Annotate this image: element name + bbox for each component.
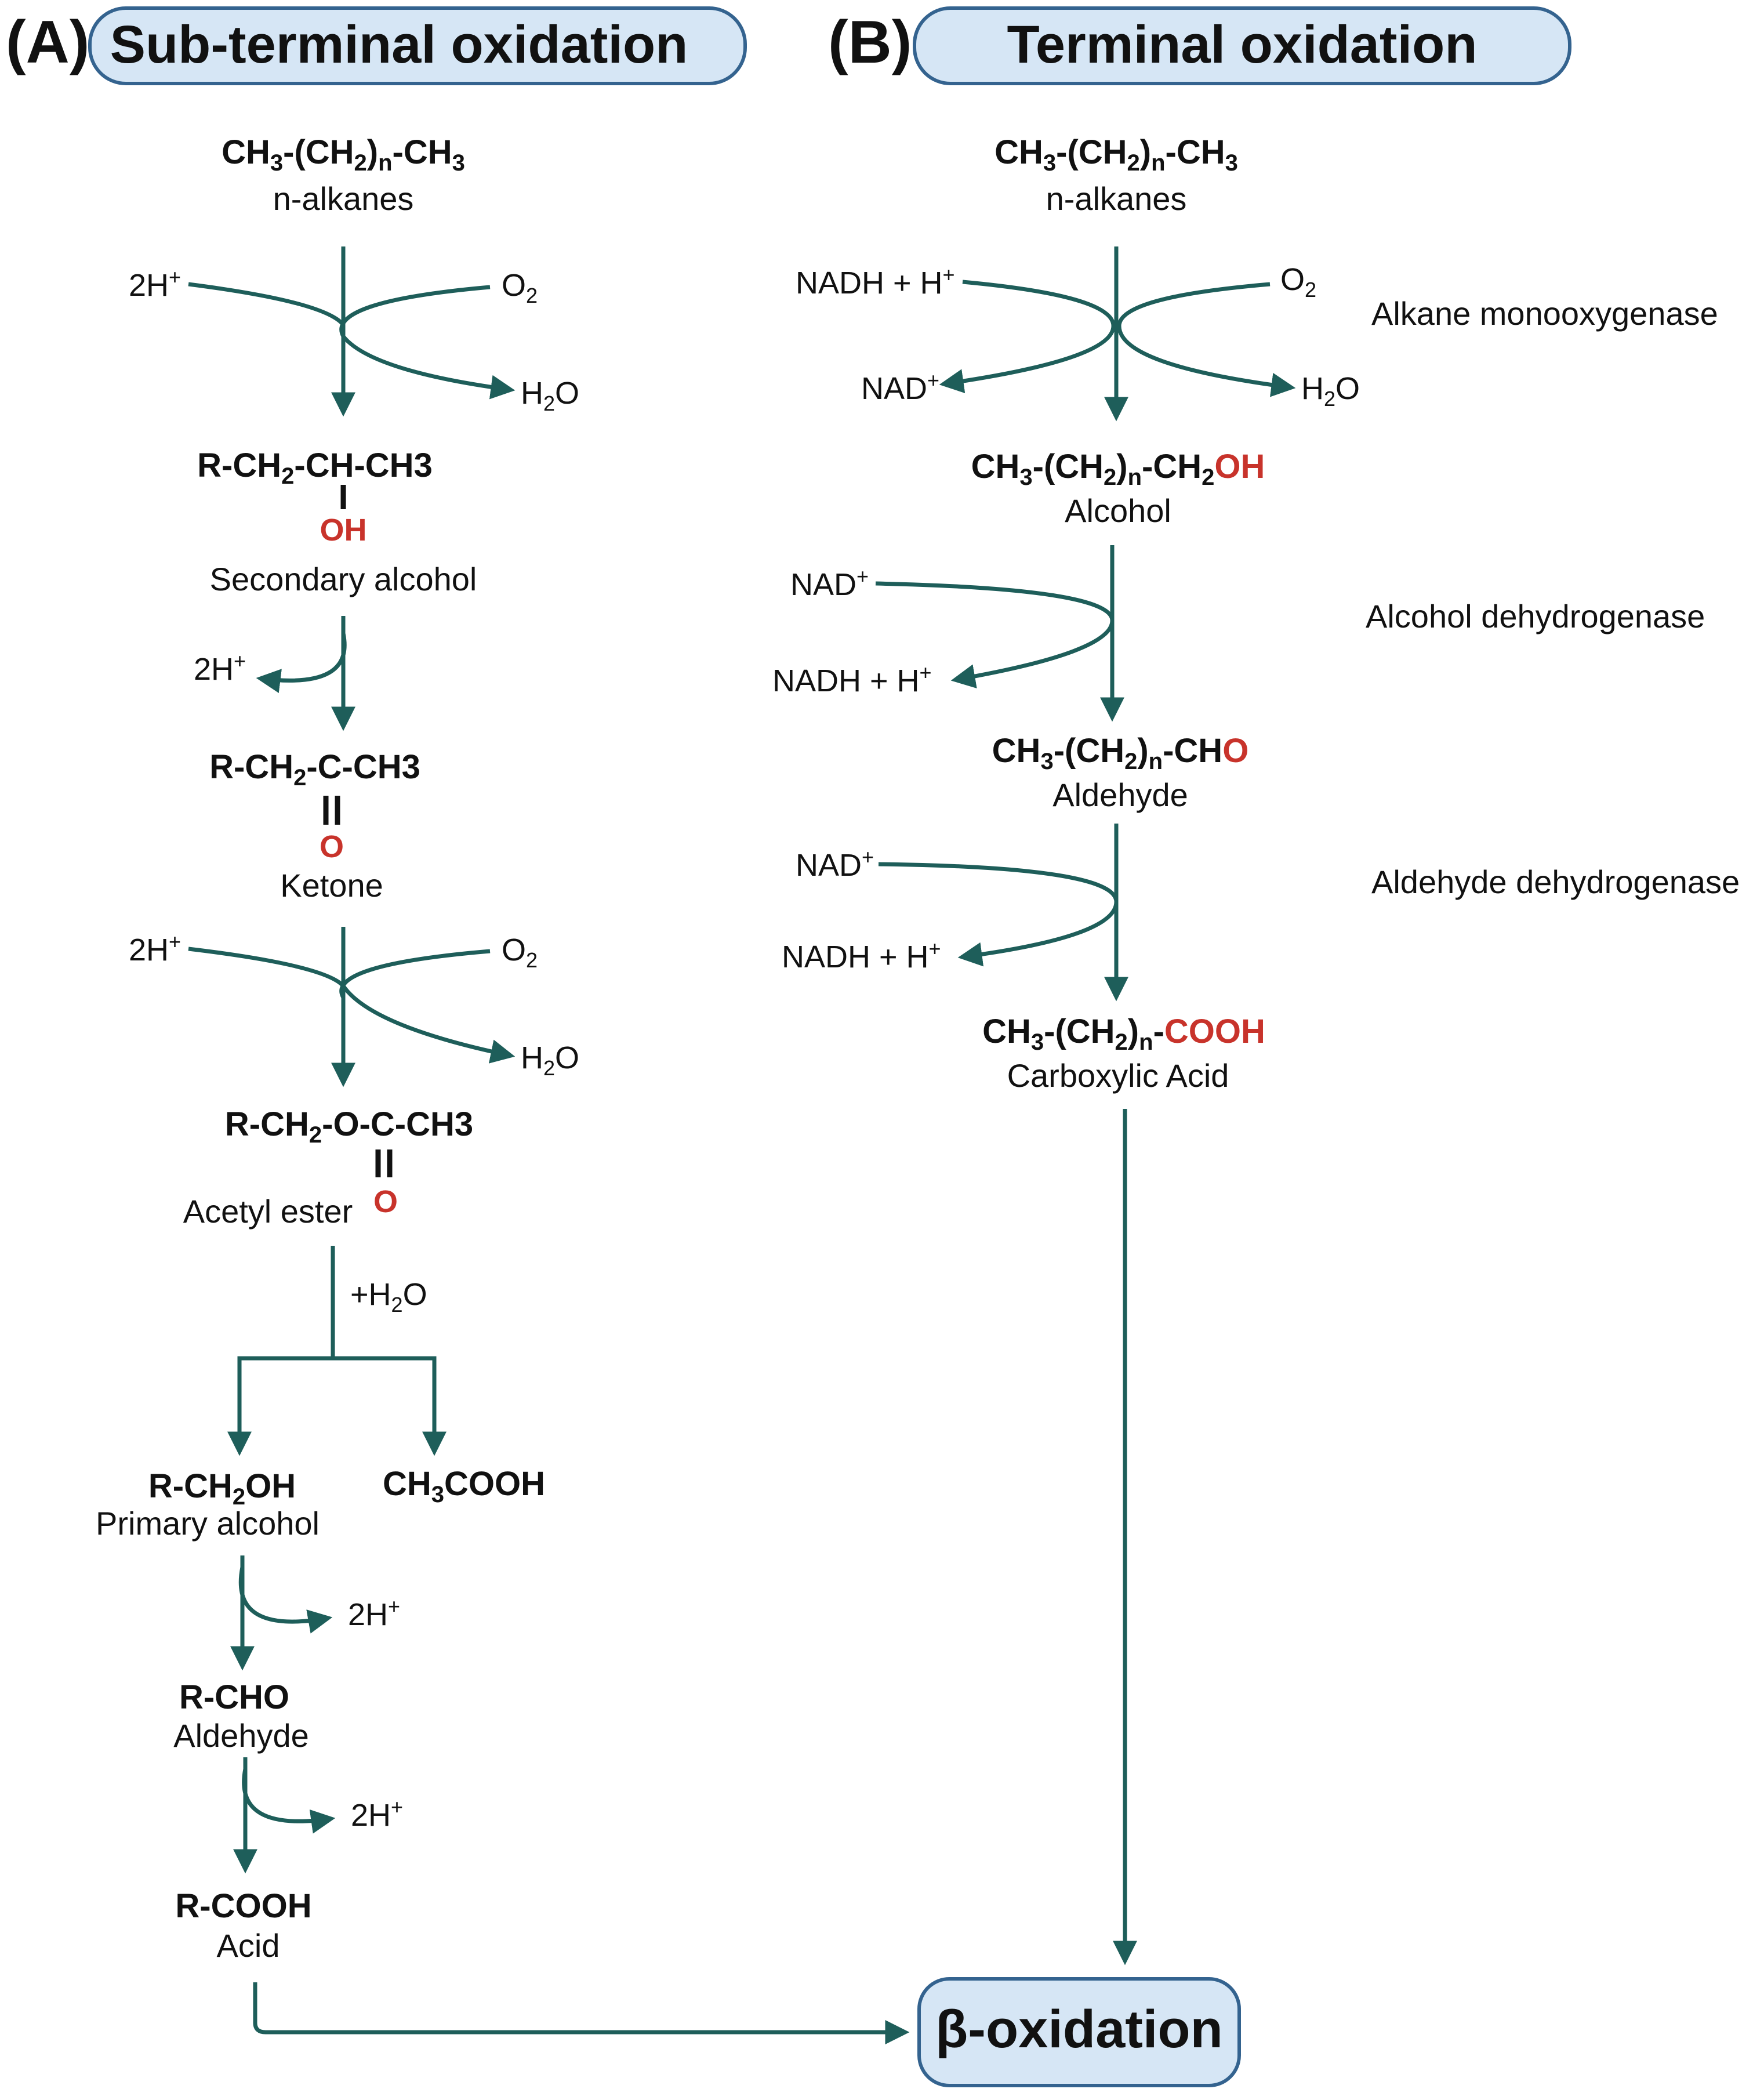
a-step1-left-curve [188,282,345,327]
beta-oxidation-box [917,1977,1241,2087]
b-alcohol-formula: CH3-(CH2)n-CH2OH [971,448,1265,490]
a-step2-curve [256,633,347,693]
a-sec-alcohol-oh: OH [320,513,367,547]
a-step5-curve [242,1768,336,1834]
a-ketone-o: O [320,829,344,864]
b-step1-nad: NAD+ [861,368,939,406]
b-enzyme-alkane-monooxygenase: Alkane monooxygenase [1371,295,1718,332]
panel-a-title: Sub-terminal oxidation [110,15,688,74]
beta-oxidation-label: β-oxidation [935,2000,1223,2059]
a-acetic-formula: CH3COOH [383,1465,545,1507]
b-aldehyde-formula: CH3-(CH2)n-CHO [992,732,1249,774]
panel-b-title-box [913,6,1571,85]
a-aldehyde-formula: R-CHO [179,1678,289,1716]
panel-b-title: Terminal oxidation [1007,15,1477,74]
a-acid-formula: R-COOH [175,1887,311,1925]
a-alkane-formula: CH3-(CH2)n-CH3 [222,133,465,176]
a-step1-right-curve [339,285,516,400]
a-step1-o2: O2 [502,268,538,307]
a-step3-2h: 2H+ [129,930,181,967]
b-step1-right-curve [1117,282,1296,397]
b-step1-left-curve [939,280,1116,393]
a-hydrolysis-water: +H2O [350,1277,427,1317]
b-aldehyde-name: Aldehyde [1052,777,1188,813]
a-to-beta-oxidation-arrow [253,1982,910,2044]
b-step3-curve [878,862,1119,967]
a-ketone-name: Ketone [280,867,383,904]
a-step5-2h: 2H+ [351,1795,403,1833]
a-step1-2h: 2H+ [129,265,181,303]
panel-a: (A) Sub-terminal oxidation CH3-(CH2)n-CH… [6,6,910,2044]
b-acid-formula: CH3-(CH2)n-COOH [982,1013,1265,1055]
b-acid-name: Carboxylic Acid [1007,1057,1229,1094]
b-step2-nad: NAD+ [790,564,869,602]
a-acid-name: Acid [217,1927,280,1964]
panel-b: (B) Terminal oxidation CH3-(CH2)n-CH3 n-… [772,6,1740,1966]
a-step3-left-curve [188,947,516,1064]
a-step3-o2: O2 [502,933,538,972]
panel-b-label: (B) [828,9,912,76]
b-step1-h2o: H2O [1301,371,1360,411]
b-step2-curve [875,581,1115,688]
a-primary-name: Primary alcohol [96,1505,320,1542]
b-alkane-formula: CH3-(CH2)n-CH3 [994,133,1238,176]
a-sec-alcohol-formula: R-CH2-CH-CH3 [197,447,433,489]
b-step1-o2: O2 [1280,262,1316,302]
a-step3-h2o: H2O [521,1040,579,1080]
b-alcohol-name: Alcohol [1065,492,1171,529]
a-step3-right-curve [339,949,491,999]
b-step1-nadh: NADH + H+ [796,263,955,300]
a-aldehyde-name: Aldehyde [173,1717,309,1754]
a-alkane-name: n-alkanes [273,180,414,217]
a-primary-formula: R-CH2OH [148,1467,296,1510]
a-ester-formula: R-CH2-O-C-CH3 [225,1105,473,1148]
b-enzyme-aldehyde-dehydrogenase: Aldehyde dehydrogenase [1371,864,1740,900]
b-alkane-name: n-alkanes [1046,180,1187,217]
b-enzyme-alcohol-dehydrogenase: Alcohol dehydrogenase [1366,598,1705,634]
a-hydrolysis-split [237,1356,437,1450]
b-step3-nadh: NADH + H+ [782,937,941,974]
a-ester-name: Acetyl ester [183,1193,353,1230]
b-step2-nadh: NADH + H+ [772,661,932,698]
a-ester-o: O [373,1184,398,1219]
a-ketone-formula: R-CH2-C-CH3 [209,748,420,790]
panel-a-title-box [88,6,747,85]
a-step2-2h: 2H+ [194,649,246,687]
a-step1-h2o: H2O [521,376,579,415]
a-step4-2h: 2H+ [348,1594,400,1632]
a-step4-curve [238,1566,333,1634]
panel-a-label: (A) [6,9,89,76]
a-sec-alcohol-name: Secondary alcohol [210,561,477,597]
b-step3-nad: NAD+ [796,845,874,883]
beta-oxidation-node: β-oxidation [917,1977,1241,2087]
